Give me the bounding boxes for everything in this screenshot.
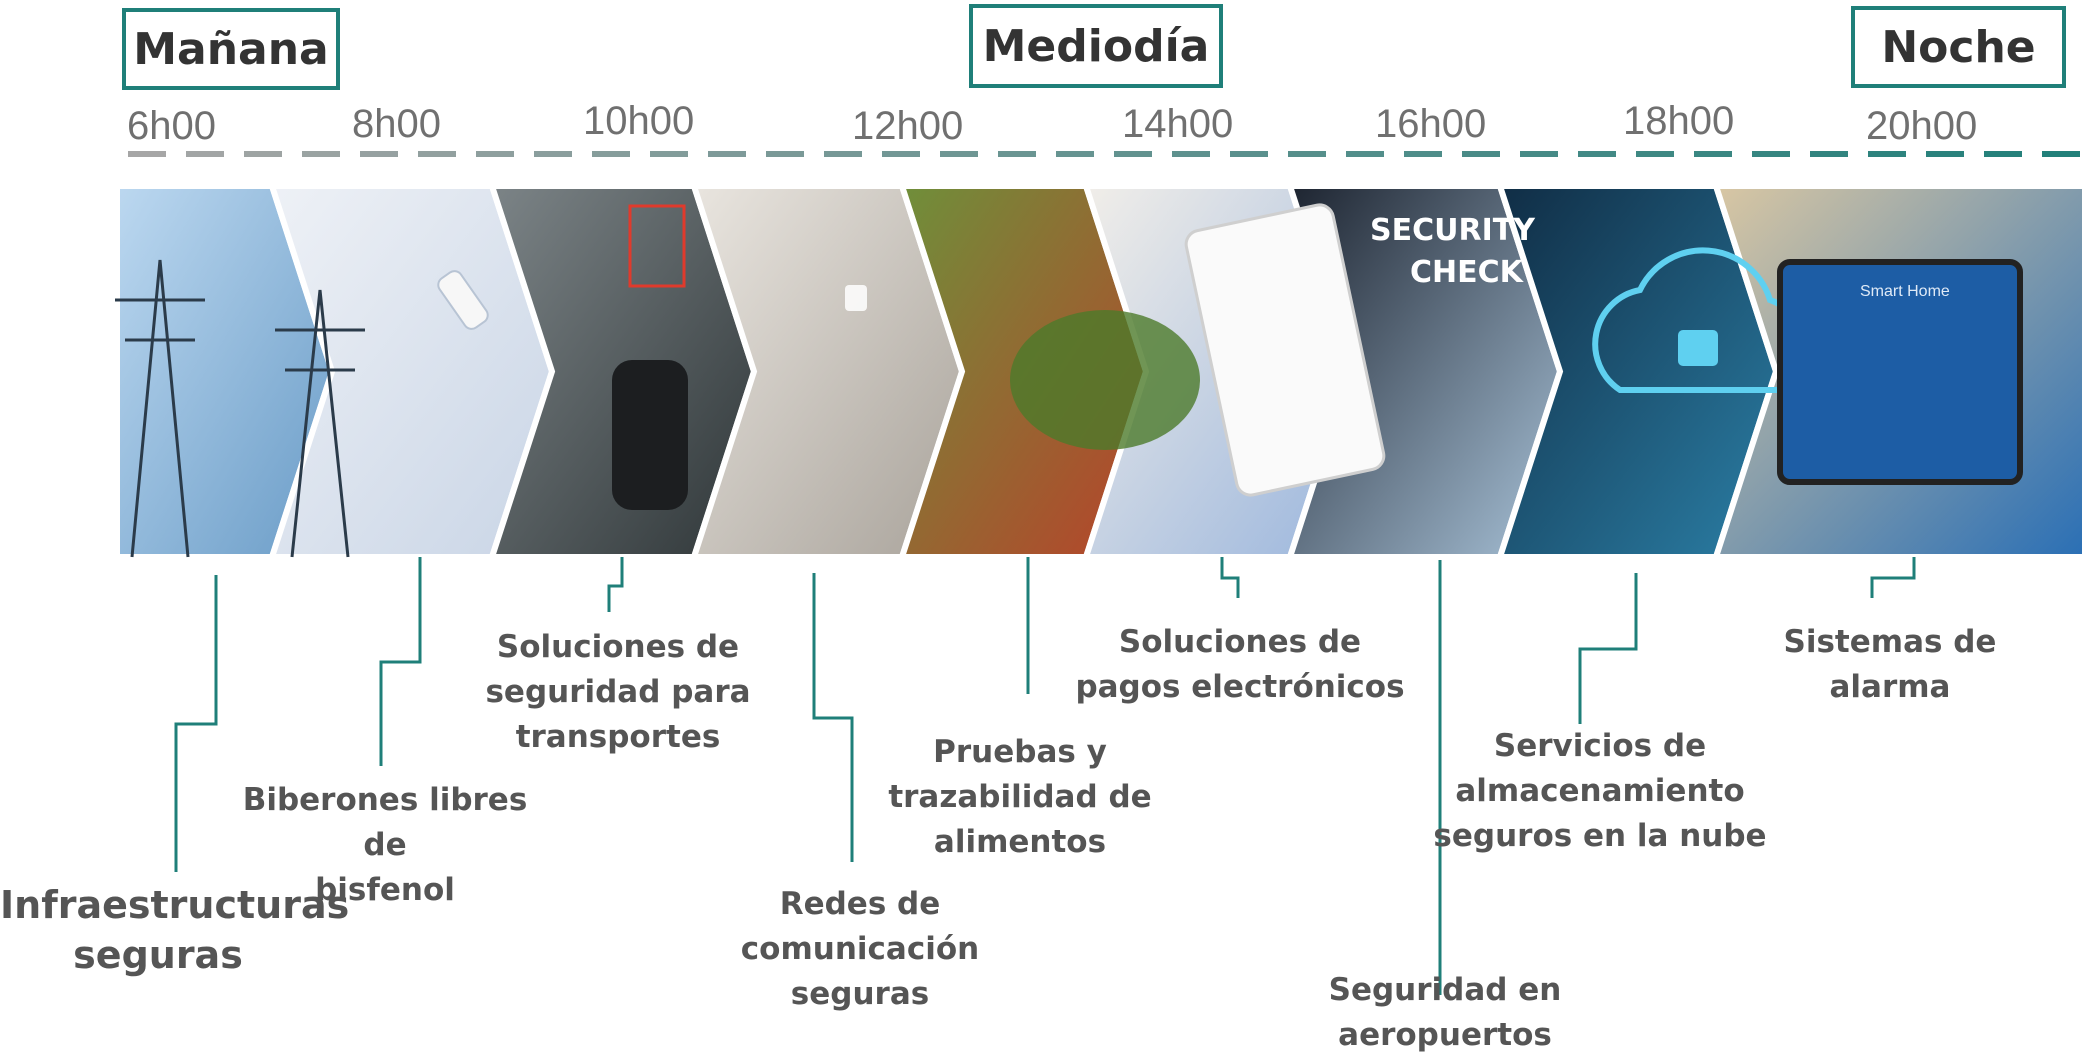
timeline-dash xyxy=(824,151,862,157)
online-shop-tablet-icon xyxy=(1184,203,1386,497)
timeline-dash xyxy=(2042,151,2080,157)
timeline-dash xyxy=(1114,151,1152,157)
period-midday: Mediodía xyxy=(969,4,1223,88)
timeline-dash xyxy=(1810,151,1848,157)
hour-label-10h00: 10h00 xyxy=(583,99,695,143)
timeline-dash xyxy=(1288,151,1326,157)
timeline-dash xyxy=(1868,151,1906,157)
timeline-dash xyxy=(592,151,630,157)
timeline-dash xyxy=(418,151,456,157)
timeline-dash xyxy=(244,151,282,157)
car-radar-icon xyxy=(612,360,688,510)
connector-nube xyxy=(1578,573,1638,724)
timeline-dash xyxy=(128,151,166,157)
period-morning: Mañana xyxy=(122,8,340,90)
timeline-dash xyxy=(1752,151,1790,157)
timeline-dash xyxy=(1984,151,2022,157)
laptop-padlock-icon xyxy=(845,285,867,311)
connector-transportes xyxy=(607,557,624,612)
salad-icon xyxy=(1010,310,1200,450)
timeline-dash xyxy=(1404,151,1442,157)
hour-label-16h00: 16h00 xyxy=(1375,102,1487,146)
security-check-text-line2: CHECK xyxy=(1410,255,1525,290)
power-pylon-icon xyxy=(115,259,365,558)
timeline-dash xyxy=(940,151,978,157)
smart-home-text: Smart Home xyxy=(1860,283,1950,300)
timeline-dash xyxy=(1230,151,1268,157)
hour-label-8h00: 8h00 xyxy=(352,102,441,146)
timeline-dash xyxy=(1056,151,1094,157)
smart-home-tablet-icon xyxy=(1777,259,2023,485)
connector-redes xyxy=(812,573,854,862)
timeline-dash xyxy=(1636,151,1674,157)
hour-label-12h00: 12h00 xyxy=(852,104,964,148)
timeline-dash xyxy=(1172,151,1210,157)
timeline-dash xyxy=(1578,151,1616,157)
timeline-dash xyxy=(766,151,804,157)
timeline-dash xyxy=(302,151,340,157)
hour-label-6h00: 6h00 xyxy=(127,104,216,148)
period-night: Noche xyxy=(1851,6,2066,88)
timeline-dashed-line xyxy=(128,151,2080,157)
timeline-dash xyxy=(998,151,1036,157)
connector-pagos xyxy=(1220,557,1240,598)
photo-icons xyxy=(115,203,2023,558)
connector-alarma xyxy=(1870,557,1916,598)
timeline-dash xyxy=(1926,151,1964,157)
timeline-dash xyxy=(708,151,746,157)
hour-label-20h00: 20h00 xyxy=(1866,104,1978,148)
timeline-dash xyxy=(534,151,572,157)
connector-infraestructuras xyxy=(174,575,218,872)
hour-label-14h00: 14h00 xyxy=(1122,102,1234,146)
connector-biberones xyxy=(379,557,422,766)
timeline-dash xyxy=(476,151,514,157)
hour-label-18h00: 18h00 xyxy=(1623,99,1735,143)
timeline-dash xyxy=(882,151,920,157)
timeline-dash xyxy=(1520,151,1558,157)
padlock-icon xyxy=(1678,330,1718,366)
timeline-dash xyxy=(650,151,688,157)
timeline-dash xyxy=(1346,151,1384,157)
radar-target-box xyxy=(628,204,686,288)
timeline-dash xyxy=(1462,151,1500,157)
baby-bottle-icon xyxy=(437,270,489,330)
timeline-dash xyxy=(360,151,398,157)
timeline-dash xyxy=(186,151,224,157)
timeline-dash xyxy=(1694,151,1732,157)
security-check-text-line1: SECURITY xyxy=(1370,213,1536,248)
